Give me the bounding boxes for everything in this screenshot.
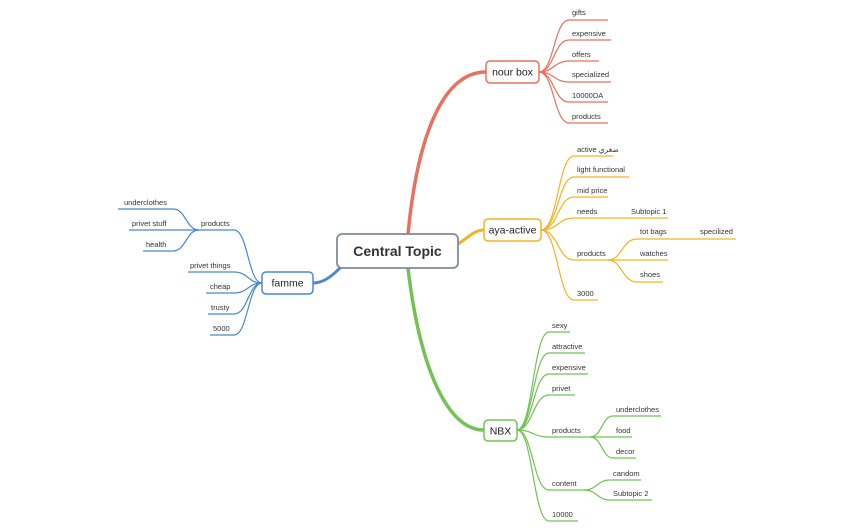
nbx-item-underclothes[interactable]: underclothes [616, 405, 659, 414]
famme-item-5000[interactable]: 5000 [213, 324, 230, 333]
nour-box-item-specialized[interactable]: specialized [572, 70, 609, 79]
nbx-item-sexy[interactable]: sexy [552, 321, 568, 330]
topic-famme[interactable] [261, 271, 314, 295]
nbx-item-content[interactable]: content [552, 479, 578, 488]
famme-item-privet-things[interactable]: privet things [190, 261, 231, 270]
nour-box-item-products[interactable]: products [572, 112, 601, 121]
nbx-item-10000[interactable]: 10000 [552, 510, 573, 519]
famme-connectors [118, 208, 263, 336]
nbx-connectors [516, 331, 661, 522]
nour-box-item-offers[interactable]: offers [572, 50, 591, 59]
topic-aya-active[interactable] [483, 218, 542, 242]
aya-active-item-watches[interactable]: watches [639, 249, 668, 258]
aya-active-item-active[interactable]: active ضغري [577, 145, 619, 154]
aya-active-item-products[interactable]: products [577, 249, 606, 258]
nour-box-item-10000da[interactable]: 10000DA [572, 91, 603, 100]
topic-aya-active-label: aya-active [489, 225, 537, 237]
nbx-item-candom[interactable]: candom [613, 469, 640, 478]
nbx-item-subtopic-2[interactable]: Subtopic 2 [613, 489, 648, 498]
aya-active-item-shoes[interactable]: shoes [640, 270, 660, 279]
branch-line-aya-active [456, 228, 486, 246]
topic-famme-label: famme [271, 278, 303, 290]
nbx-item-expensive[interactable]: expensive [552, 363, 586, 372]
nbx-item-food[interactable]: food [616, 426, 631, 435]
topic-nour-box-label: nour box [492, 67, 534, 79]
branch-line-nbx [406, 266, 486, 432]
nour-box-connectors [538, 19, 611, 124]
aya-active-item-needs[interactable]: needs [577, 207, 598, 216]
nour-box-item-expensive[interactable]: expensive [572, 29, 606, 38]
branch-line-famme [311, 266, 342, 285]
central-topic[interactable] [336, 233, 459, 269]
nbx-item-products[interactable]: products [552, 426, 581, 435]
aya-active-item-tot-bags[interactable]: tot bags [640, 227, 667, 236]
aya-active-item-light-functional[interactable]: light functional [577, 165, 625, 174]
nbx-item-attractive[interactable]: attractive [552, 342, 582, 351]
famme-item-health[interactable]: health [146, 240, 166, 249]
aya-active-item-specilized[interactable]: specilized [700, 227, 733, 236]
topic-nbx[interactable] [483, 419, 518, 442]
famme-item-products[interactable]: products [201, 219, 230, 228]
aya-active-item-needs-subtopic[interactable]: Subtopic 1 [631, 207, 666, 216]
nbx-item-decor[interactable]: decor [616, 447, 635, 456]
aya-active-item-3000[interactable]: 3000 [577, 289, 594, 298]
famme-item-privet-stuff[interactable]: privet stuff [132, 219, 167, 228]
aya-active-item-mid-price[interactable]: mid price [577, 186, 607, 195]
nbx-item-privet[interactable]: privet [552, 384, 571, 393]
nour-box-item-gifts[interactable]: gifts [572, 8, 586, 17]
topic-nbx-label: NBX [490, 426, 512, 438]
famme-item-underclothes[interactable]: underclothes [124, 198, 167, 207]
famme-item-cheap[interactable]: cheap [210, 282, 230, 291]
central-topic-label: Central Topic [353, 243, 442, 259]
branch-line-nour-box [406, 70, 488, 236]
famme-item-trusty[interactable]: trusty [211, 303, 230, 312]
topic-nour-box[interactable] [485, 60, 540, 84]
aya-active-connectors [540, 155, 736, 301]
